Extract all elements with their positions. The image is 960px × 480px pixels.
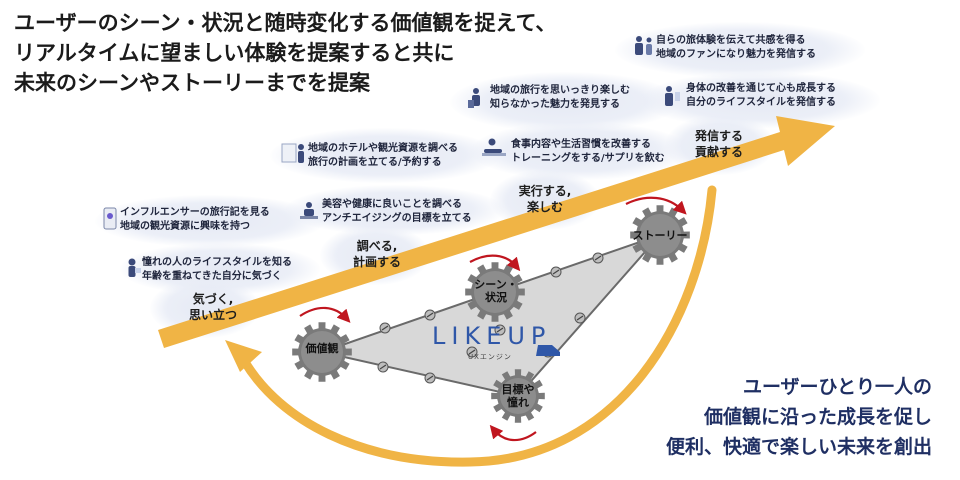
loop-arrow <box>240 185 717 467</box>
activity-line: 憧れの人のライフスタイルを知る <box>142 257 292 268</box>
workout-icon <box>482 138 506 156</box>
screw-icon <box>424 309 436 321</box>
activity-line: 自らの旅体験を伝えて共感を得る <box>656 35 806 46</box>
gear-hub <box>639 214 681 256</box>
activity-line: 自分のライフスタイルを発信する <box>686 97 836 108</box>
stage-execute: 実行する, 楽しむ <box>500 183 590 215</box>
activity-item: 自らの旅体験を伝えて共感を得る 地域のファンになり魅力を発信する <box>656 34 816 62</box>
stage-line: 貢献する <box>694 145 743 159</box>
activity-line: 年齢を重ねてきた自分に気づく <box>142 271 282 282</box>
activity-line: 旅行の計画を立てる/予約する <box>308 157 442 168</box>
activity-item: 憧れの人のライフスタイルを知る 年齢を重ねてきた自分に気づく <box>142 256 292 284</box>
screw-icon <box>592 252 604 264</box>
gear-kachikan <box>292 322 352 382</box>
screw-icon <box>424 372 436 384</box>
activity-line: トレーニングをする/サプリを飲む <box>511 153 665 164</box>
activity-line: アンチエイジングの目標を立てる <box>322 213 472 224</box>
gear-label-goal: 目標や 憧れ <box>488 383 548 409</box>
laptop-person-icon <box>300 202 318 219</box>
gear-story <box>630 205 690 265</box>
cloud-bg <box>270 128 500 183</box>
stage-line: 思い立つ <box>188 308 237 322</box>
gear-label-line: シーン・ <box>474 278 518 291</box>
activity-line: 食事内容や生活習慣を改善する <box>511 139 651 150</box>
speaking-person-icon <box>635 36 652 55</box>
activity-line: 地域のホテルや観光資源を調べる <box>308 143 458 154</box>
gear-label-line: 目標や <box>501 383 535 396</box>
activity-item: インフルエンサーの旅行記を見る 地域の観光資源に興味を持つ <box>120 206 270 234</box>
headline-line: リアルタイムに望ましい体験を提案すると共に <box>14 41 455 65</box>
activity-line: 知らなかった魅力を発見する <box>490 99 620 110</box>
gear-goal <box>491 369 545 423</box>
activity-item: 美容や健康に良いことを調べる アンチエイジングの目標を立てる <box>322 198 472 226</box>
gear-hub <box>301 331 343 373</box>
stage-line: 調べる, <box>356 239 398 253</box>
closing-line: 価値観に沿った成長を促し <box>703 406 932 428</box>
headline-line: 未来のシーンやストーリーまでを提案 <box>14 71 370 95</box>
smartphone-icon <box>103 207 117 230</box>
closing-message: ユーザーひとり一人の 価値観に沿った成長を促し 便利、快適で楽しい未来を創出 <box>592 372 932 462</box>
gear-label-line: ストーリー <box>632 229 688 242</box>
activity-item: 地域のホテルや観光資源を調べる 旅行の計画を立てる/予約する <box>308 142 458 170</box>
stage-aware: 気づく, 思い立つ <box>168 291 258 323</box>
headline-line: ユーザーのシーン・状況と随時変化する価値観を捉えて、 <box>14 11 557 35</box>
activity-line: 地域のファンになり魅力を発信する <box>656 49 816 60</box>
closing-line: 便利、快適で楽しい未来を創出 <box>665 436 932 458</box>
closing-line: ユーザーひとり一人の <box>742 376 932 398</box>
activity-item: 身体の改善を通じて心も成長する 自分のライフスタイルを発信する <box>686 82 836 110</box>
activity-line: 身体の改善を通じて心も成長する <box>686 83 836 94</box>
gear-label-line: 価値観 <box>305 342 339 355</box>
stage-line: 気づく, <box>192 292 234 306</box>
screw-icon <box>550 266 562 278</box>
activity-item: 食事内容や生活習慣を改善する トレーニングをする/サプリを飲む <box>511 138 665 166</box>
rotation-arrow <box>625 196 687 215</box>
loop-arrow-head <box>225 340 262 372</box>
cloud-bg <box>615 22 865 78</box>
traveler-icon <box>468 88 480 108</box>
screw-icon <box>377 361 389 373</box>
gear-hub <box>474 271 516 313</box>
activity-line: 地域の旅行を思いっきり楽しむ <box>490 85 630 96</box>
gear-scene <box>465 262 525 322</box>
stage-line: 計画する <box>352 255 401 269</box>
logo-subtitle: UXエンジン <box>468 353 512 361</box>
activity-line: 地域の観光資源に興味を持つ <box>120 221 250 232</box>
rotation-arrow <box>469 254 521 272</box>
activity-item: 地域の旅行を思いっきり楽しむ 知らなかった魅力を発見する <box>490 84 630 112</box>
planning-icon <box>281 143 304 163</box>
screw-icon <box>466 346 478 358</box>
activity-line: 美容や健康に良いことを調べる <box>322 199 462 210</box>
activity-line: インフルエンサーの旅行記を見る <box>120 207 270 218</box>
gear-label-kachikan: 価値観 <box>292 342 352 355</box>
gear-hub <box>500 378 536 414</box>
growth-arrow <box>158 116 835 348</box>
screw-icon <box>574 312 586 324</box>
stage-line: 発信する <box>694 129 743 143</box>
stage-line: 実行する, <box>518 184 572 198</box>
logo-wordmark: LIKEUP <box>432 322 552 350</box>
gear-label-scene: シーン・ 状況 <box>466 278 526 304</box>
rotation-arrow <box>489 424 537 442</box>
rotation-arrow <box>299 306 351 323</box>
stage-share: 発信する 貢献する <box>674 128 764 160</box>
headline: ユーザーのシーン・状況と随時変化する価値観を捉えて、 リアルタイムに望ましい体験… <box>14 8 557 98</box>
stage-research: 調べる, 計画する <box>332 238 422 270</box>
reading-person-icon <box>128 258 141 277</box>
smartphone-person-icon <box>665 86 680 106</box>
screw-icon <box>379 322 391 334</box>
gear-label-story: ストーリー <box>622 229 698 242</box>
gear-label-line: 状況 <box>485 291 507 304</box>
gear-label-line: 憧れ <box>507 396 529 409</box>
screw-icon <box>494 324 506 336</box>
logo-shoe-icon <box>536 345 560 356</box>
stage-line: 楽しむ <box>526 200 563 214</box>
